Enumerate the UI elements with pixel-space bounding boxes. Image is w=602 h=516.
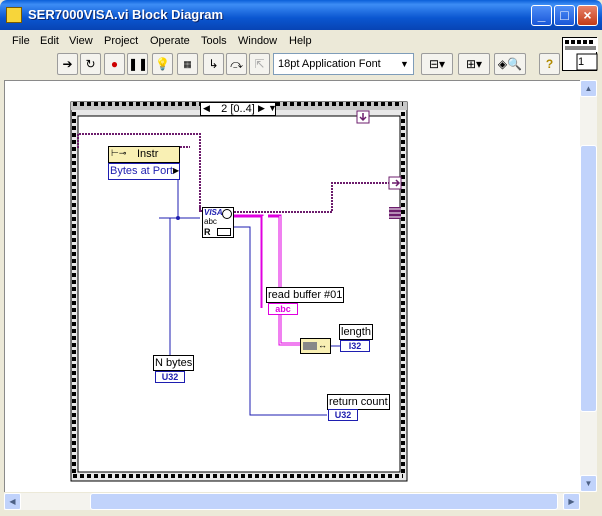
menu-edit[interactable]: Edit — [40, 35, 59, 47]
visa-read-node[interactable]: VISA abc R — [202, 207, 234, 238]
retain-wire-values-icon[interactable]: ▦ — [177, 53, 198, 75]
menu-project[interactable]: Project — [104, 35, 139, 47]
step-over-icon[interactable]: ⤼ — [226, 53, 247, 75]
case-dropdown-icon[interactable]: ▼ — [268, 103, 277, 113]
n-bytes-terminal[interactable]: U32 — [155, 371, 185, 383]
vi-connector-icon[interactable] — [562, 37, 598, 71]
property-arrow-icon: ▶ — [173, 166, 180, 175]
property-node-class[interactable]: Instr — [108, 146, 180, 163]
menu-help[interactable]: Help — [289, 35, 312, 47]
abort-icon[interactable]: ● — [104, 53, 125, 75]
highlight-execution-icon[interactable]: 💡 — [152, 53, 173, 75]
menu-view[interactable]: View — [69, 35, 93, 47]
property-node-class-label: Instr — [137, 148, 159, 160]
chevron-down-icon[interactable]: ▼ — [400, 59, 409, 69]
visa-read-line2: abc — [204, 217, 217, 226]
align-objects-icon[interactable]: ⊟▾ — [421, 53, 453, 75]
length-terminal[interactable]: I32 — [340, 340, 370, 352]
vi-icon-number: 1 — [578, 56, 585, 68]
length-arrow-icon: ↔ — [318, 340, 327, 350]
scroll-right-arrow-icon[interactable]: ▶ — [563, 493, 580, 510]
io-port-icon — [217, 228, 231, 236]
close-button[interactable]: × — [577, 5, 598, 26]
return-count-label: return count — [327, 394, 390, 410]
window-title: SER7000VISA.vi Block Diagram — [28, 7, 224, 22]
font-select[interactable]: 18pt Application Font — [273, 53, 414, 75]
labview-app-icon[interactable] — [6, 7, 22, 23]
vertical-scroll-thumb[interactable] — [580, 145, 597, 412]
maximize-button[interactable]: □ — [554, 5, 575, 26]
horizontal-scroll-thumb[interactable] — [90, 493, 558, 510]
case-selector-label: 2 [0..4] — [221, 103, 255, 115]
property-node-property-label: Bytes at Port — [110, 165, 173, 177]
n-bytes-type: U32 — [161, 372, 179, 382]
step-out-icon[interactable]: ⇱ — [249, 53, 270, 75]
minimize-button[interactable]: _ — [531, 5, 552, 26]
distribute-objects-icon[interactable]: ⊞▾ — [458, 53, 490, 75]
menu-bar — [0, 30, 602, 50]
length-label: length — [339, 324, 373, 340]
run-continuously-icon[interactable]: ↻ — [80, 53, 101, 75]
scroll-up-arrow-icon[interactable]: ▲ — [580, 80, 597, 97]
string-length-node[interactable]: ↔ — [300, 338, 331, 354]
menu-operate[interactable]: Operate — [150, 35, 190, 47]
visa-read-line1: VISA — [204, 208, 223, 217]
menu-window[interactable]: Window — [238, 35, 278, 47]
search-icon[interactable]: ◈🔍 — [494, 53, 526, 75]
menu-file[interactable]: File — [12, 35, 30, 47]
return-count-terminal[interactable]: U32 — [328, 409, 358, 421]
read-buffer-label: read buffer #01 — [266, 287, 345, 303]
visa-resource-icon: ⊢⊸ — [111, 148, 127, 158]
case-structure-frame — [70, 101, 408, 482]
property-node-property[interactable]: Bytes at Port — [108, 163, 180, 180]
clock-icon — [222, 209, 232, 219]
scroll-down-arrow-icon[interactable]: ▼ — [580, 475, 597, 492]
visa-read-line3: R — [204, 227, 211, 237]
step-into-icon[interactable]: ↳ — [203, 53, 224, 75]
decrement-arrow-icon[interactable]: ◀ — [203, 103, 210, 113]
return-count-type: U32 — [334, 410, 352, 420]
menu-tools[interactable]: Tools — [201, 35, 227, 47]
increment-arrow-icon[interactable]: ▶ — [258, 103, 265, 113]
n-bytes-label: N bytes — [153, 355, 195, 371]
scroll-left-arrow-icon[interactable]: ◀ — [4, 493, 21, 510]
pause-icon[interactable]: ❚❚ — [127, 53, 148, 75]
string-icon — [303, 342, 317, 350]
length-type: I32 — [348, 341, 362, 351]
read-buffer-type: abc — [275, 304, 291, 314]
help-icon[interactable]: ? — [539, 53, 560, 75]
read-buffer-terminal[interactable]: abc — [268, 303, 298, 315]
title-bar[interactable] — [0, 0, 602, 30]
resize-grip[interactable] — [580, 493, 597, 510]
case-selector[interactable]: 2 [0..4] — [200, 102, 276, 116]
run-arrow-icon[interactable]: ➔ — [57, 53, 78, 75]
